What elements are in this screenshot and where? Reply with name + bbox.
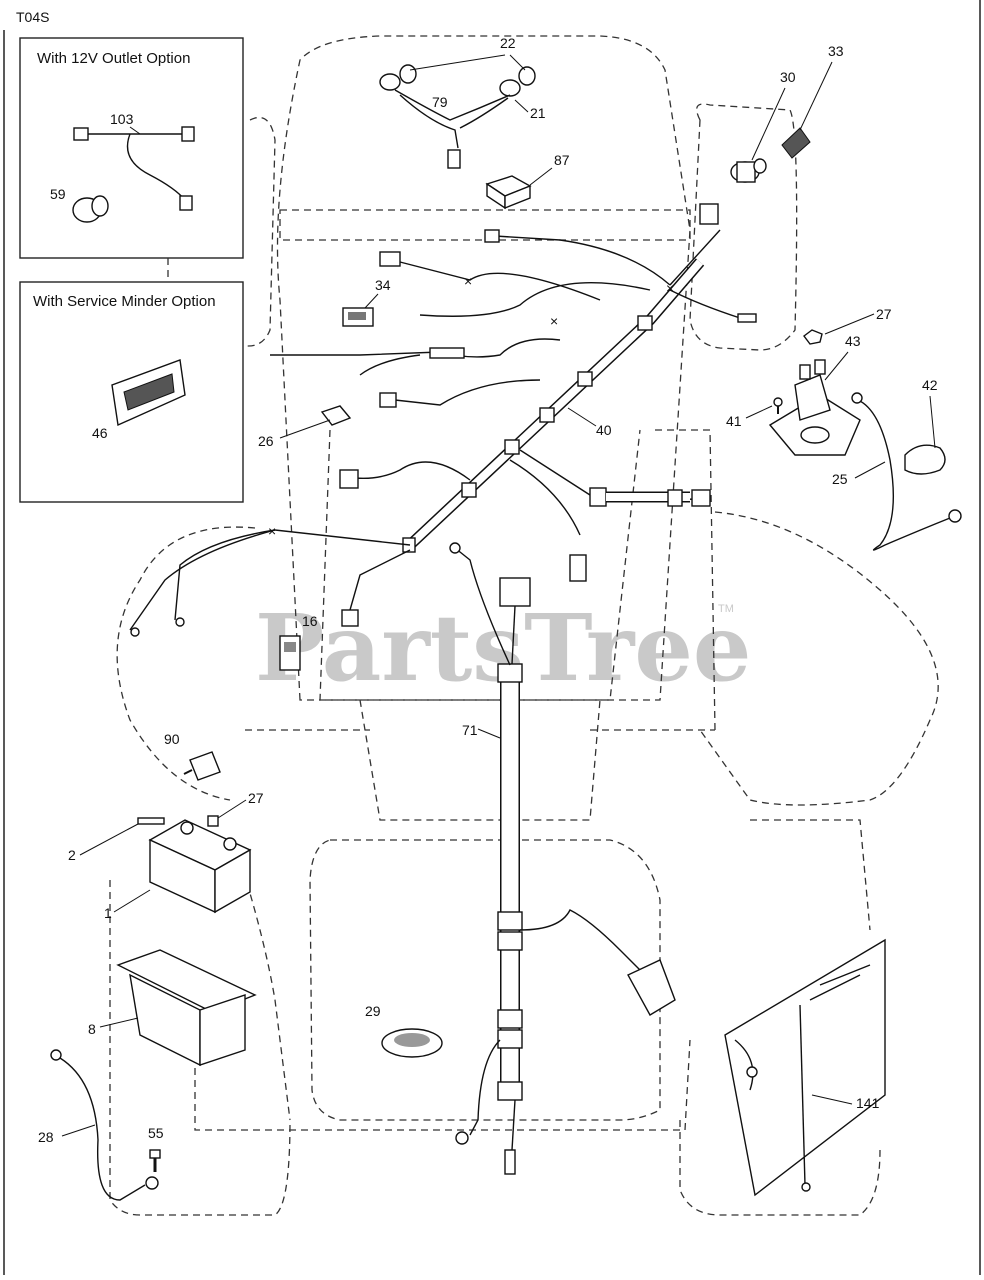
callout-29: 29 [365,1003,381,1019]
cable-28: 28 [38,1049,159,1201]
callout-59: 59 [50,186,66,202]
callout-27-upper: 27 [876,306,892,322]
option-box-12v-outlet: With 12V Outlet Option 103 59 [19,37,244,259]
callout-8: 8 [88,1021,96,1037]
callout-141: 141 [856,1095,880,1111]
bolt-55: 55 [148,1125,164,1172]
callout-2: 2 [68,847,76,863]
headlight-harness: 22 21 79 [379,35,546,169]
wire-harness-71: 71 [449,542,676,1175]
solenoid-43: 43 [768,333,861,456]
switch-34: 34 [342,277,391,327]
ignition-switch-30: 30 [730,69,796,183]
callout-79: 79 [432,94,448,110]
callout-28: 28 [38,1129,54,1145]
svg-text:×: × [268,523,276,539]
callout-27-lower: 27 [248,790,264,806]
callout-55: 55 [148,1125,164,1141]
callout-22: 22 [500,35,516,51]
callout-43: 43 [845,333,861,349]
ignition-key-33: 33 [781,43,844,159]
callout-103: 103 [110,111,134,127]
battery-nut-27: 27 [207,790,264,827]
diagram-code: T04S [16,9,49,25]
battery-tray-8: 8 [88,949,257,1067]
callout-1: 1 [104,905,112,921]
option-box-12v-title: With 12V Outlet Option [37,50,190,67]
splice-marks: × × × × [268,273,674,539]
callout-26: 26 [258,433,274,449]
callout-21: 21 [530,105,546,121]
callout-87: 87 [554,152,570,168]
connector-103a [73,127,89,141]
callout-71: 71 [462,722,478,738]
screw-41: 41 [726,397,783,429]
cable-25: 25 [832,392,962,551]
svg-text:×: × [550,313,558,329]
nut-27-upper: 27 [803,306,892,345]
battery-bolt-2: 2 [68,817,165,863]
boot-42: 42 [904,377,946,475]
relay-87: 87 [485,152,570,210]
callout-40: 40 [596,422,612,438]
callout-30: 30 [780,69,796,85]
grommet-29: 29 [365,1003,443,1058]
callout-33: 33 [828,43,844,59]
callout-25: 25 [832,471,848,487]
component-90: 90 [164,731,221,781]
option-box-service-minder: With Service Minder Option 46 [19,281,244,503]
bracket-assembly-141: 141 [724,938,886,1197]
connector-103b [181,126,195,142]
callout-41: 41 [726,413,742,429]
switch-16: 16 [279,613,318,671]
callout-46: 46 [92,425,108,441]
callout-90: 90 [164,731,180,747]
tractor-outline [109,35,939,1216]
connector-103c [179,195,193,211]
fuse-26: 26 [258,405,352,449]
callout-42: 42 [922,377,938,393]
main-wire-harness-40: 40 [129,203,757,637]
svg-text:×: × [464,273,472,289]
callout-34: 34 [375,277,391,293]
callout-16: 16 [302,613,318,629]
option-box-service-minder-title: With Service Minder Option [33,293,216,310]
svg-text:×: × [666,280,674,296]
battery-1: 1 [104,819,252,921]
watermark-trademark: TM [718,603,734,615]
